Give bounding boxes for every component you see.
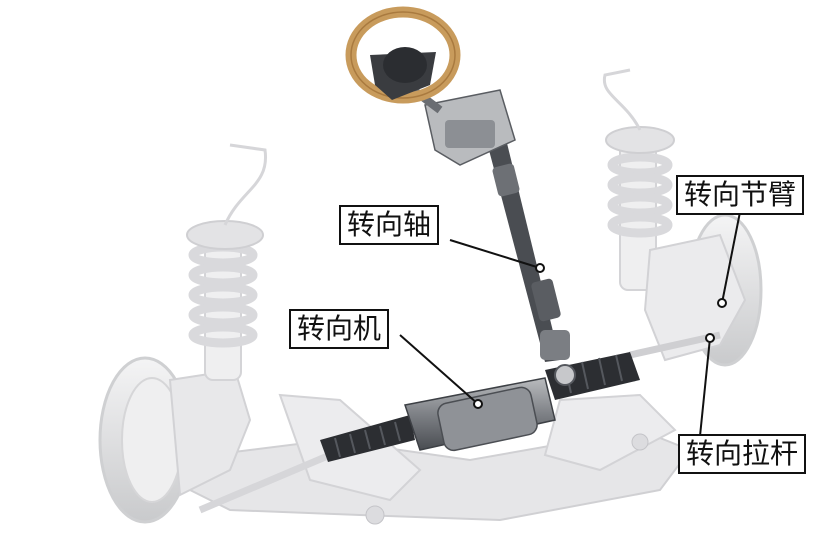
label-steering-knuckle: 转向节臂 [676,175,805,215]
leader-dots [473,263,727,409]
label-tie-rod: 转向拉杆 [678,434,807,474]
right-strut [602,68,675,291]
steering-column [397,76,516,166]
steering-shaft [485,135,570,362]
label-steering-gear: 转向机 [289,309,390,349]
subframe [188,393,692,525]
left-brake-disc [98,356,252,524]
steering-wheel [345,6,461,104]
left-strut [186,143,268,381]
leader-lines [399,211,741,437]
right-brake-disc [643,213,763,367]
steering-rack [320,352,640,462]
label-steering-shaft: 转向轴 [339,205,440,245]
tie-rods [198,331,721,514]
